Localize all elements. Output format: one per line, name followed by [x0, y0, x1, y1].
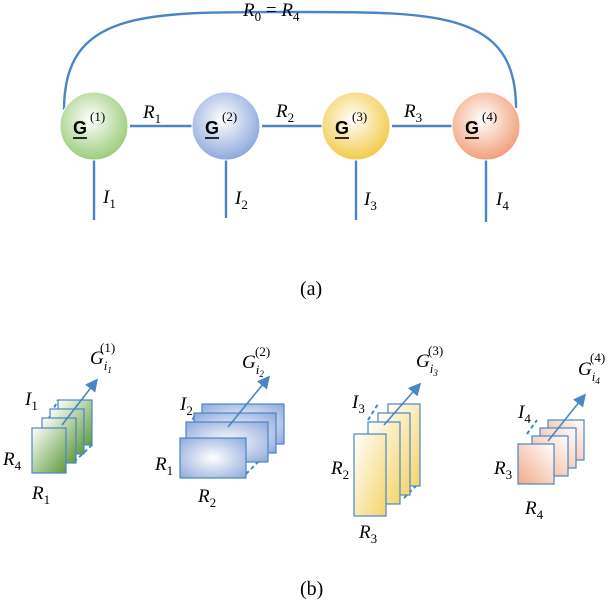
part-a: R0 = R4 R1 R2 R3 I1 I2 I3 I4 G (1): [59, 0, 521, 300]
slice-group-4: Gi4 (4) I4 R3 R4: [493, 350, 605, 522]
slice-arrow-1: [61, 378, 98, 426]
bond-label-r1: R1: [142, 102, 161, 126]
node-g3-sup: (3): [352, 109, 367, 124]
bottom-label-1: R1: [31, 483, 50, 507]
bottom-label-2: R2: [197, 486, 216, 510]
bond-label-r2: R2: [275, 101, 294, 125]
leg-label-i4: I4: [495, 189, 509, 213]
slice-label-4: Gi4: [578, 359, 600, 386]
slice-sup-2: (2): [255, 344, 270, 359]
slice-group-3: Gi3 (3) I3 R2 R3: [330, 343, 443, 546]
bottom-label-3: R3: [358, 522, 377, 546]
node-g1-label: G: [73, 118, 87, 138]
depth-label-3: I3: [351, 392, 365, 416]
node-g3-label: G: [335, 118, 349, 138]
slice-label-3: Gi3: [416, 351, 438, 378]
node-g1-sup: (1): [90, 109, 105, 124]
slice-arrow-4: [547, 393, 586, 442]
left-label-3: R2: [330, 458, 349, 482]
slice-group-1: Gi1 (1) I1 R4 R1: [2, 340, 115, 507]
depth-label-1: I1: [24, 389, 38, 413]
node-g1: G (1): [59, 91, 129, 161]
node-g4-sup: (4): [482, 109, 497, 124]
node-g2: G (2): [191, 91, 261, 161]
slice-arrow-3: [383, 382, 422, 426]
slice-label-1: Gi1: [90, 348, 112, 375]
slice-front-1: [31, 427, 67, 474]
node-g4: G (4): [451, 91, 521, 161]
left-label-2: R1: [154, 454, 173, 478]
depth-label-4: I4: [517, 402, 531, 426]
bond-label-r3: R3: [403, 101, 422, 125]
leg-label-i1: I1: [102, 187, 116, 211]
node-g4-label: G: [465, 118, 479, 138]
slice-label-2: Gi2: [242, 352, 264, 379]
slice-sup-3: (3): [428, 343, 443, 358]
slice-front-4: [517, 443, 555, 485]
slice-sup-1: (1): [100, 340, 115, 355]
node-g2-sup: (2): [222, 109, 237, 124]
caption-b: (b): [300, 578, 323, 600]
leg-label-i2: I2: [234, 188, 248, 212]
slice-group-2: Gi2 (2) I2 R1 R2: [154, 344, 285, 510]
part-b: Gi1 (1) I1 R4 R1 Gi2 (2) I2 R1 R2: [2, 340, 605, 600]
loop-edge: [62, 10, 518, 111]
loop-label: R0 = R4: [242, 0, 300, 24]
slice-arrow-2: [227, 375, 271, 428]
slice-front-3: [353, 433, 387, 517]
slice-front-2: [179, 437, 247, 479]
leg-label-i3: I3: [363, 189, 377, 213]
depth-label-2: I2: [179, 394, 193, 418]
left-label-1: R4: [2, 449, 22, 473]
bottom-label-4: R4: [524, 498, 544, 522]
caption-a: (a): [300, 278, 322, 300]
node-g2-label: G: [205, 118, 219, 138]
left-label-4: R3: [493, 458, 512, 482]
node-g3: G (3): [321, 91, 391, 161]
slice-sup-4: (4): [590, 350, 605, 365]
